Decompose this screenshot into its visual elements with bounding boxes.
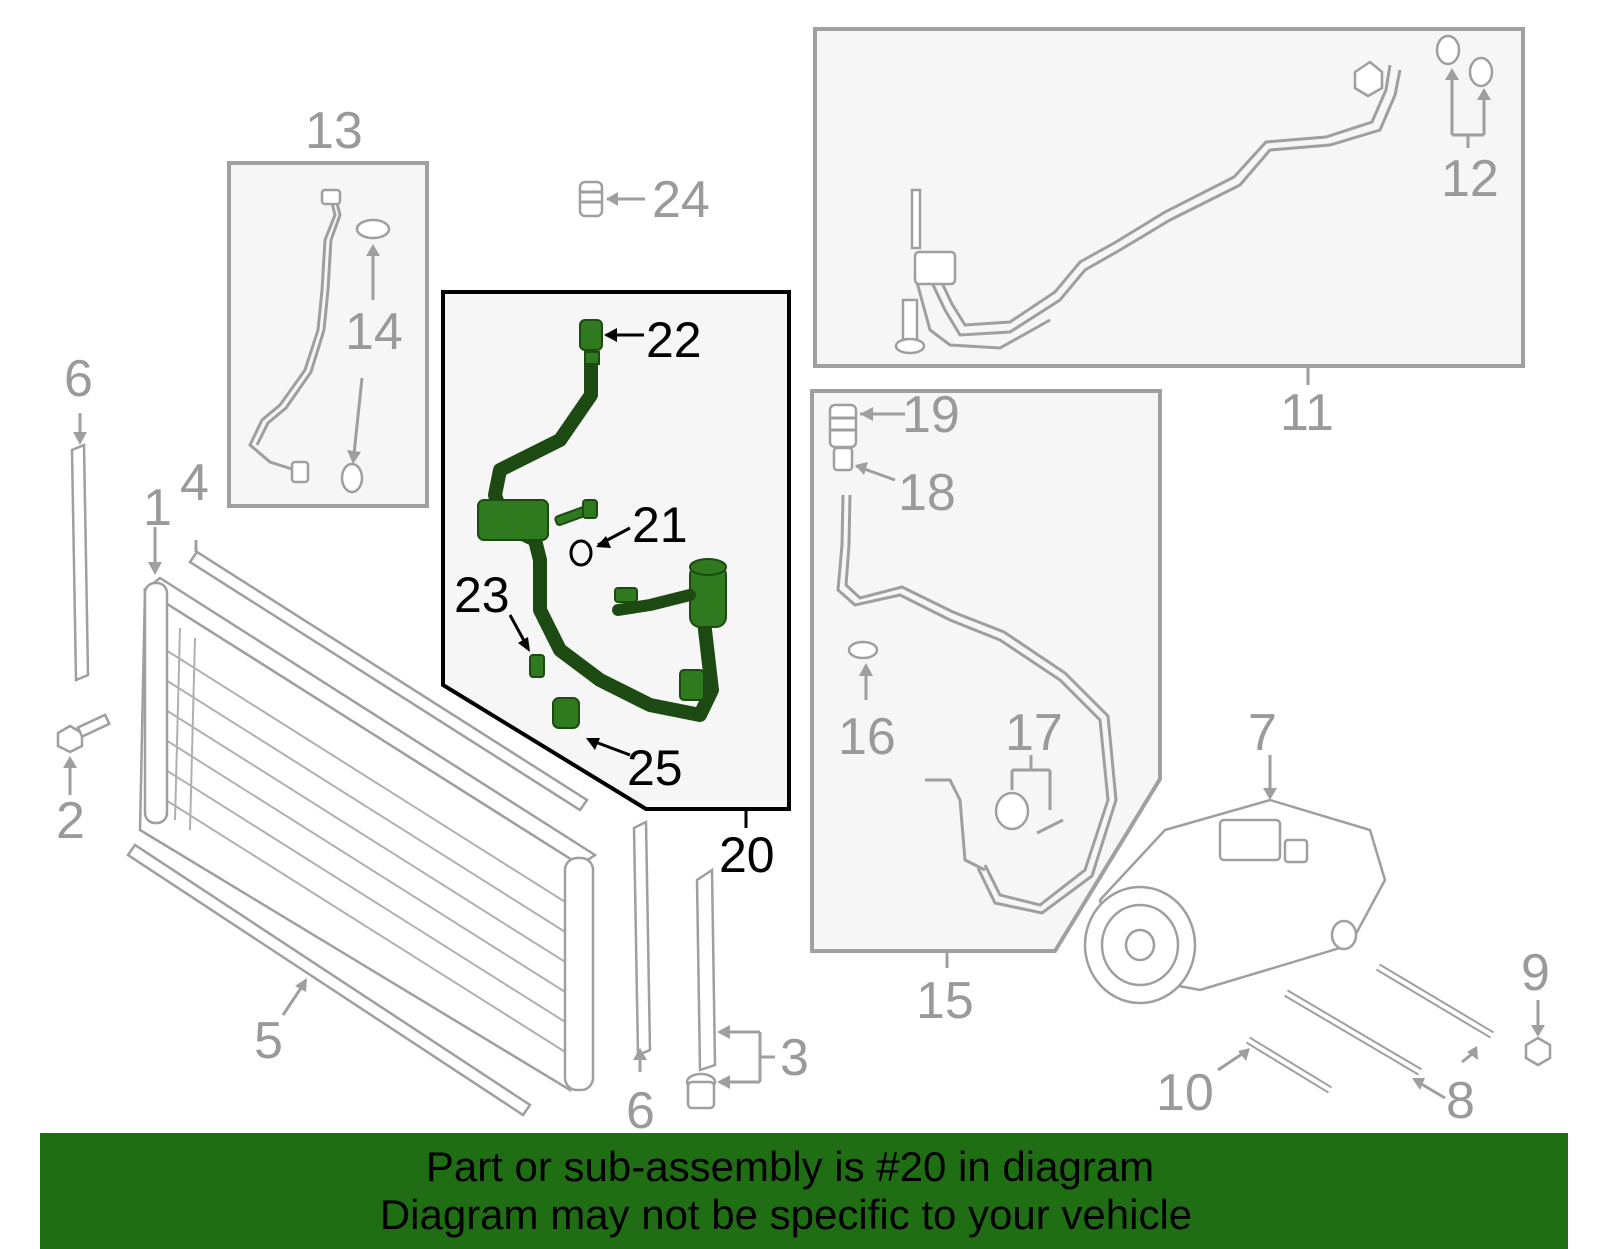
callout-8: 8 bbox=[1446, 1072, 1475, 1130]
group-box-15 bbox=[810, 389, 1162, 968]
callout-22: 22 bbox=[646, 312, 702, 368]
condenser-assembly bbox=[56, 413, 775, 1117]
group-box-11 bbox=[813, 27, 1525, 385]
callout-7: 7 bbox=[1248, 704, 1277, 762]
callout-13: 13 bbox=[305, 102, 363, 160]
group-box-13 bbox=[227, 161, 429, 508]
banner-line-disclaimer: Diagram may not be specific to your vehi… bbox=[379, 1191, 1193, 1238]
callout-3: 3 bbox=[780, 1029, 809, 1087]
callout-1: 1 bbox=[143, 479, 172, 537]
compressor-assembly bbox=[1083, 755, 1552, 1100]
callout-9: 9 bbox=[1521, 944, 1550, 1002]
group-box-20 bbox=[441, 290, 791, 828]
callout-4: 4 bbox=[180, 454, 209, 512]
part-24-bumper bbox=[578, 180, 645, 218]
callout-6-left: 6 bbox=[64, 350, 93, 408]
banner-line-part-number: Part or sub-assembly is #20 in diagram bbox=[425, 1143, 1155, 1190]
callout-23: 23 bbox=[454, 567, 510, 623]
callout-18: 18 bbox=[898, 464, 956, 522]
callout-25: 25 bbox=[627, 740, 683, 796]
callout-6-bottom: 6 bbox=[626, 1082, 655, 1140]
info-banner: Part or sub-assembly is #20 in diagram D… bbox=[40, 1133, 1568, 1249]
callout-20: 20 bbox=[719, 827, 775, 883]
callout-14: 14 bbox=[345, 303, 403, 361]
callout-10: 10 bbox=[1156, 1064, 1214, 1122]
callout-2: 2 bbox=[56, 792, 85, 850]
callout-21: 21 bbox=[632, 497, 688, 553]
callout-24: 24 bbox=[652, 171, 710, 229]
callout-15: 15 bbox=[916, 972, 974, 1030]
callout-19: 19 bbox=[902, 386, 960, 444]
callout-5: 5 bbox=[254, 1012, 283, 1070]
callout-17: 17 bbox=[1005, 704, 1063, 762]
callout-12: 12 bbox=[1441, 150, 1499, 208]
callout-11: 11 bbox=[1280, 384, 1334, 442]
callout-16: 16 bbox=[838, 708, 896, 766]
